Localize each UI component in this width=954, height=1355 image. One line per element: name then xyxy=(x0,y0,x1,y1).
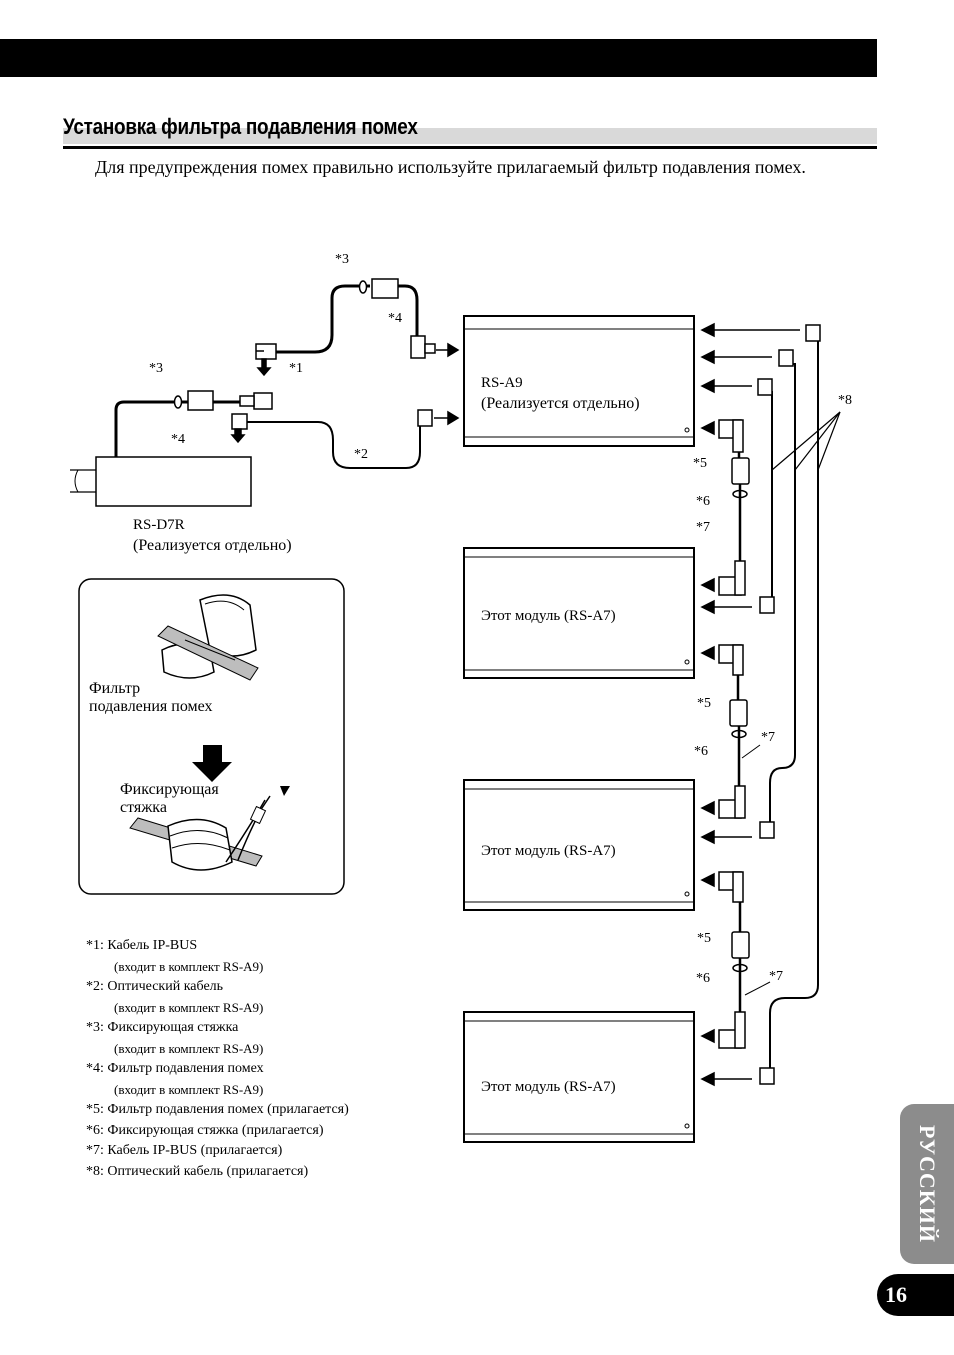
open-filter-illustration xyxy=(157,594,259,681)
module-label-1: Этот модуль (RS-A7) xyxy=(481,608,616,624)
legend-item-5-main: *5: Фильтр подавления помех (прилагается… xyxy=(86,1102,349,1117)
optical-cable-1 xyxy=(246,421,421,469)
arrows-right-side xyxy=(700,322,800,1087)
closed-filter-illustration xyxy=(129,786,290,871)
marker-7-b: *7 xyxy=(761,730,775,745)
marker-3-top: *3 xyxy=(335,252,349,267)
rs-d7r-name: RS-D7R xyxy=(133,517,185,533)
legend-item-4-sub: (входит в комплект RS-A9) xyxy=(114,1081,264,1097)
module-label-2: Этот модуль (RS-A7) xyxy=(481,843,616,859)
marker-5-c: *5 xyxy=(697,931,711,946)
legend-item-8-main: *8: Оптический кабель (прилагается) xyxy=(86,1163,309,1179)
marker-7-a: *7 xyxy=(696,520,710,535)
inset-filter-label-2: подавления помех xyxy=(89,698,213,715)
intro-paragraph: Для предупреждения помех правильно испол… xyxy=(95,157,806,177)
legend-item-3-main: *3: Фиксирующая стяжка xyxy=(86,1020,239,1035)
legend-item-6-main: *6: Фиксирующая стяжка (прилагается) xyxy=(86,1122,324,1138)
legend-item-3-sub: (входит в комплект RS-A9) xyxy=(114,1040,264,1056)
marker-6-c: *6 xyxy=(696,971,710,986)
module-label-3: Этот модуль (RS-A7) xyxy=(481,1079,616,1095)
ip-bus-chain xyxy=(718,419,750,1049)
marker-5-b: *5 xyxy=(697,696,711,711)
rs-a9-name: RS-A9 xyxy=(481,375,523,391)
legend-item-7-main: *7: Кабель IP-BUS (прилагается) xyxy=(86,1143,283,1158)
legend-item-4-main: *4: Фильтр подавления помех xyxy=(86,1061,264,1076)
legend-item-1-main: *1: Кабель IP-BUS xyxy=(86,938,198,953)
rs-a9-note: (Реализуется отдельно) xyxy=(481,395,640,412)
inset-box xyxy=(78,578,345,895)
marker-6-a: *6 xyxy=(696,494,710,509)
optical-plugs xyxy=(757,324,821,1085)
marker-4-top: *4 xyxy=(388,311,402,326)
section-heading: Установка фильтра подавления помех xyxy=(63,114,877,150)
inset-tie-label-2: стяжка xyxy=(120,799,167,816)
arrows-left-side xyxy=(434,342,460,426)
inset-filter-label-1: Фильтр xyxy=(89,680,140,697)
marker-labels: *3 *4 *1 *3 *4 *2 *5 *6 *7 *8 *5 *6 *7 *… xyxy=(149,252,852,986)
leader-lines-7 xyxy=(741,744,771,996)
leader-lines-8 xyxy=(771,411,841,471)
marker-8: *8 xyxy=(838,393,852,408)
rs-a7-module-1 xyxy=(463,547,695,679)
connector-plugs xyxy=(173,278,436,444)
rs-a7-module-3 xyxy=(463,1011,695,1143)
ip-bus-chain-lines xyxy=(736,452,742,1012)
language-tab-label: РУССКИЙ xyxy=(915,1125,940,1243)
rs-a9-unit xyxy=(463,315,695,447)
legend-item-2-main: *2: Оптический кабель xyxy=(86,979,224,994)
language-tab: РУССКИЙ xyxy=(900,1104,954,1264)
rs-a7-module-2 xyxy=(463,779,695,911)
legend-list: *1: Кабель IP-BUS (входит в комплект RS-… xyxy=(86,936,349,1182)
inset-tie-label-1: Фиксирующая xyxy=(120,781,219,798)
top-black-bar xyxy=(0,39,877,77)
marker-7-c: *7 xyxy=(769,969,783,984)
marker-2: *2 xyxy=(354,447,368,462)
marker-5-a: *5 xyxy=(693,456,707,471)
rs-d7r-unit xyxy=(70,456,252,507)
down-arrow-icon xyxy=(192,745,232,782)
page-number: 16 xyxy=(877,1274,954,1316)
legend-item-1-sub: (входит в комплект RS-A9) xyxy=(114,958,264,974)
page-title: Установка фильтра подавления помех xyxy=(63,114,418,139)
heading-band xyxy=(63,128,877,144)
marker-6-b: *6 xyxy=(694,744,708,759)
heading-rule xyxy=(63,146,877,149)
marker-3-left: *3 xyxy=(149,361,163,376)
rs-d7r-note: (Реализуется отдельно) xyxy=(133,537,292,554)
marker-1: *1 xyxy=(289,361,303,376)
legend-item-2-sub: (входит в комплект RS-A9) xyxy=(114,999,264,1015)
marker-4-left: *4 xyxy=(171,432,185,447)
